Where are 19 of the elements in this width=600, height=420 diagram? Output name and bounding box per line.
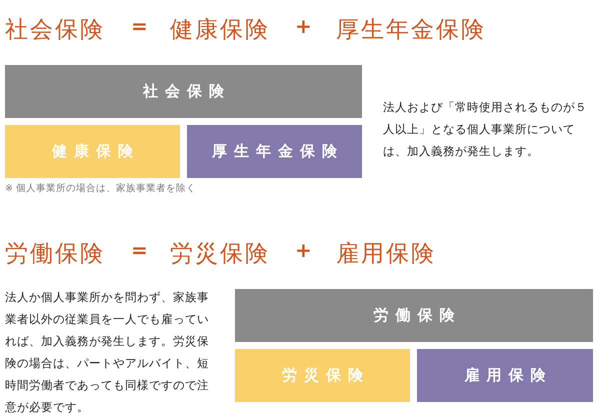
insurance-box: 雇用保険 [417,349,593,402]
heading-term: 厚生年金保険 [336,16,486,45]
insurance-box: 社会保険 [5,65,362,118]
heading-term: 雇用保険 [336,240,436,269]
footnote: ※ 個人事業所の場合は、家族事業者を除く [5,182,196,195]
equals-sign: = [131,14,150,38]
plus-sign: + [295,14,314,38]
insurance-box: 労災保険 [235,349,410,402]
heading-term: 健康保険 [170,16,270,45]
note-text: 法人および「常時使用されるものが５人以上」となる個人事業所については、加入義務が発生します。 [383,99,588,160]
equals-sign: = [131,238,150,262]
insurance-box: 健康保険 [5,125,180,178]
plus-sign: + [295,238,314,262]
heading-term: 労災保険 [170,240,270,269]
heading-term: 社会保険 [5,16,105,45]
heading-term: 労働保険 [5,240,105,269]
note-text: 法人か個人事業所かを問わず、家族事業者以外の従業員を一人でも雇っていれば、加入義務が発生します。労災保険の場合は、パートやアルバイト、短時間労働者であっても同様ですので注意が必要です。 [5,289,210,416]
insurance-box: 労働保険 [235,289,593,342]
insurance-box: 厚生年金保険 [187,125,362,178]
